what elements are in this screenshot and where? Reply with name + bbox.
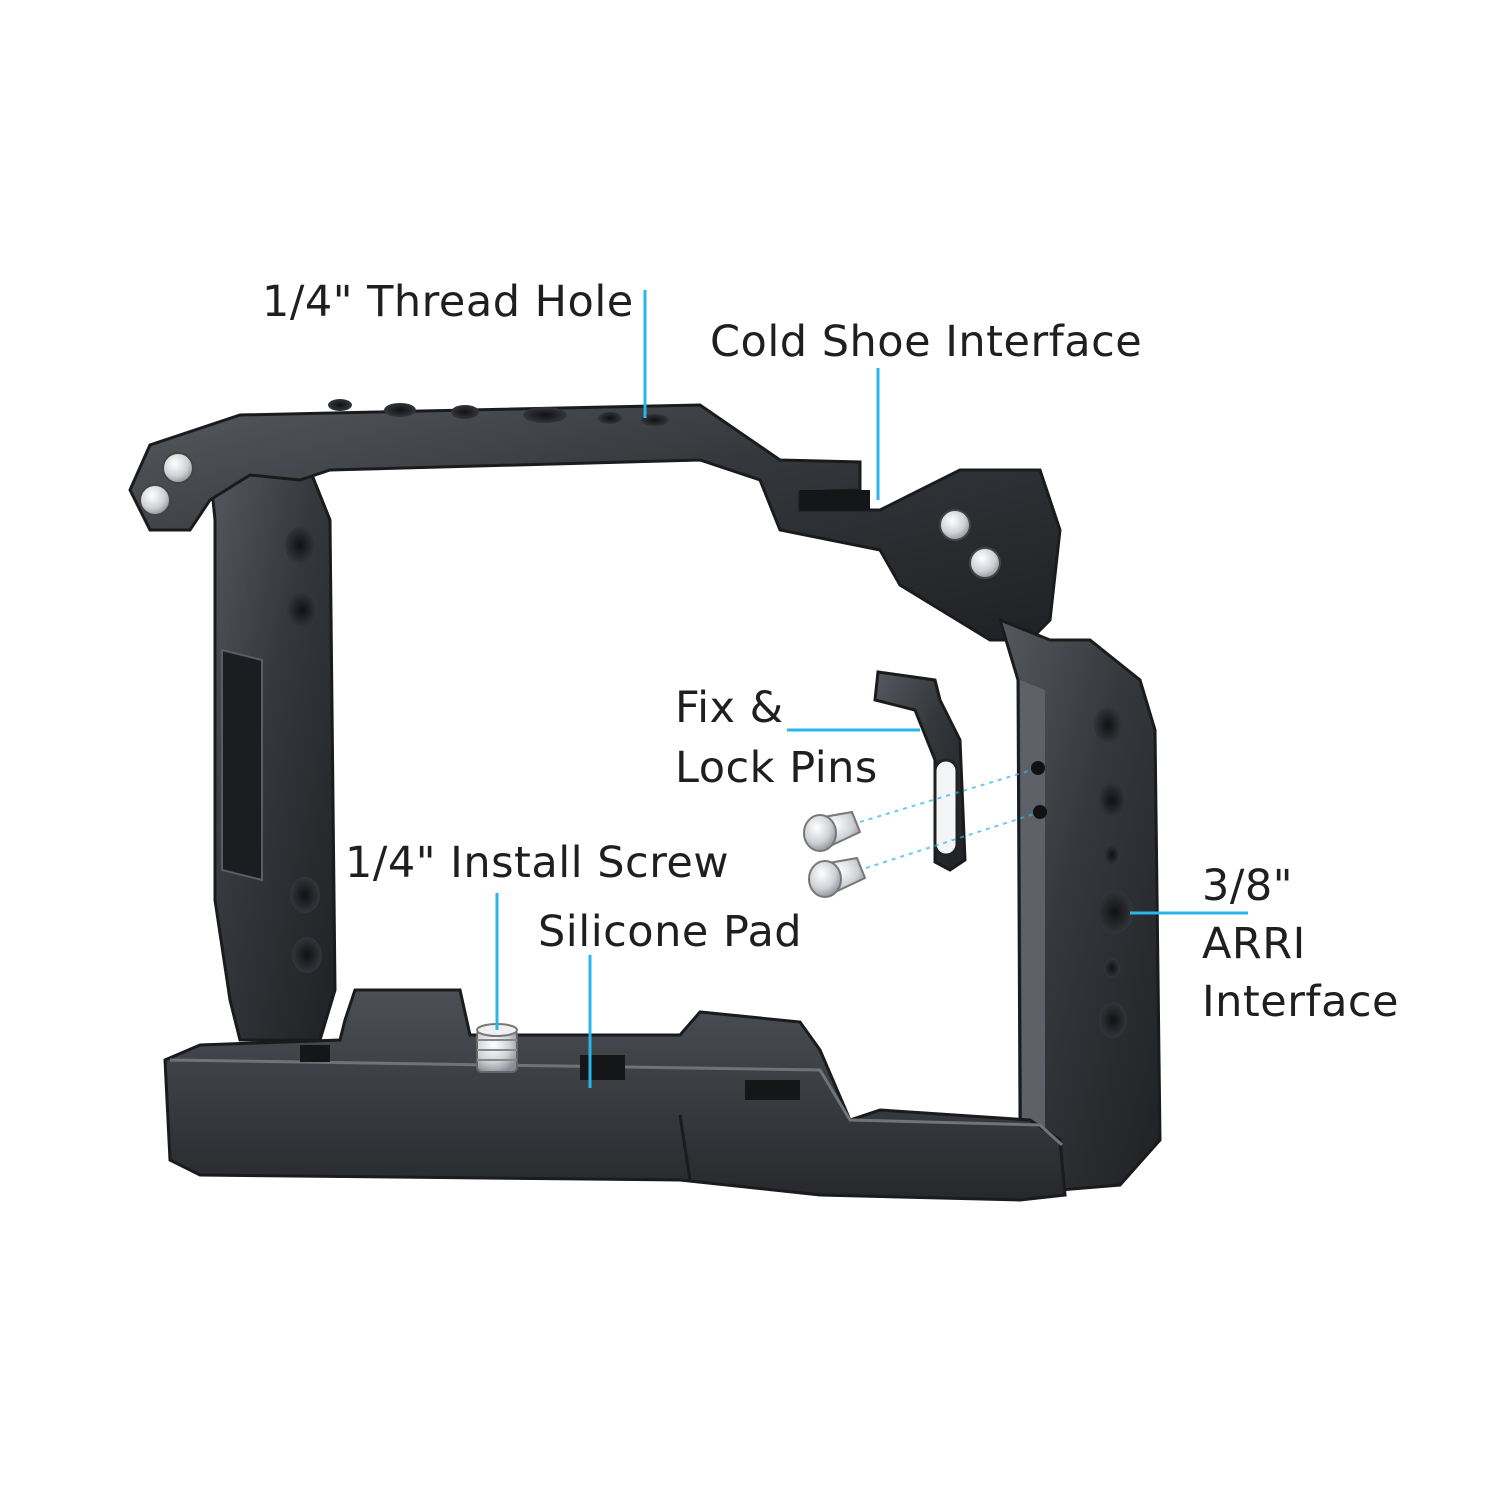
label-fix-lock-pins-line2: Lock Pins bbox=[675, 743, 878, 793]
cage-base-plate bbox=[163, 988, 1067, 1202]
top-right-screws bbox=[939, 509, 1001, 579]
lock-pin-bracket bbox=[873, 670, 967, 872]
label-silicone-pad: Silicone Pad bbox=[538, 907, 803, 957]
loose-screws bbox=[803, 810, 867, 898]
cage-top-bar bbox=[128, 399, 1062, 642]
cage-right-upright bbox=[997, 617, 1162, 1192]
label-arri-line3: Interface bbox=[1202, 977, 1400, 1027]
label-fix-lock-pins-line1: Fix & bbox=[675, 683, 784, 733]
label-thread-hole: 1/4" Thread Hole bbox=[262, 277, 634, 327]
screw-guide-lines bbox=[859, 769, 1035, 869]
label-arri-line1: 3/8" bbox=[1202, 861, 1293, 911]
label-cold-shoe: Cold Shoe Interface bbox=[710, 317, 1143, 367]
label-install-screw: 1/4" Install Screw bbox=[345, 838, 730, 888]
cage-left-upright bbox=[208, 468, 337, 1042]
label-arri-line2: ARRI bbox=[1202, 919, 1306, 969]
install-screw bbox=[476, 1023, 518, 1073]
top-left-screws bbox=[139, 452, 194, 516]
leader-lines bbox=[495, 290, 1248, 1088]
